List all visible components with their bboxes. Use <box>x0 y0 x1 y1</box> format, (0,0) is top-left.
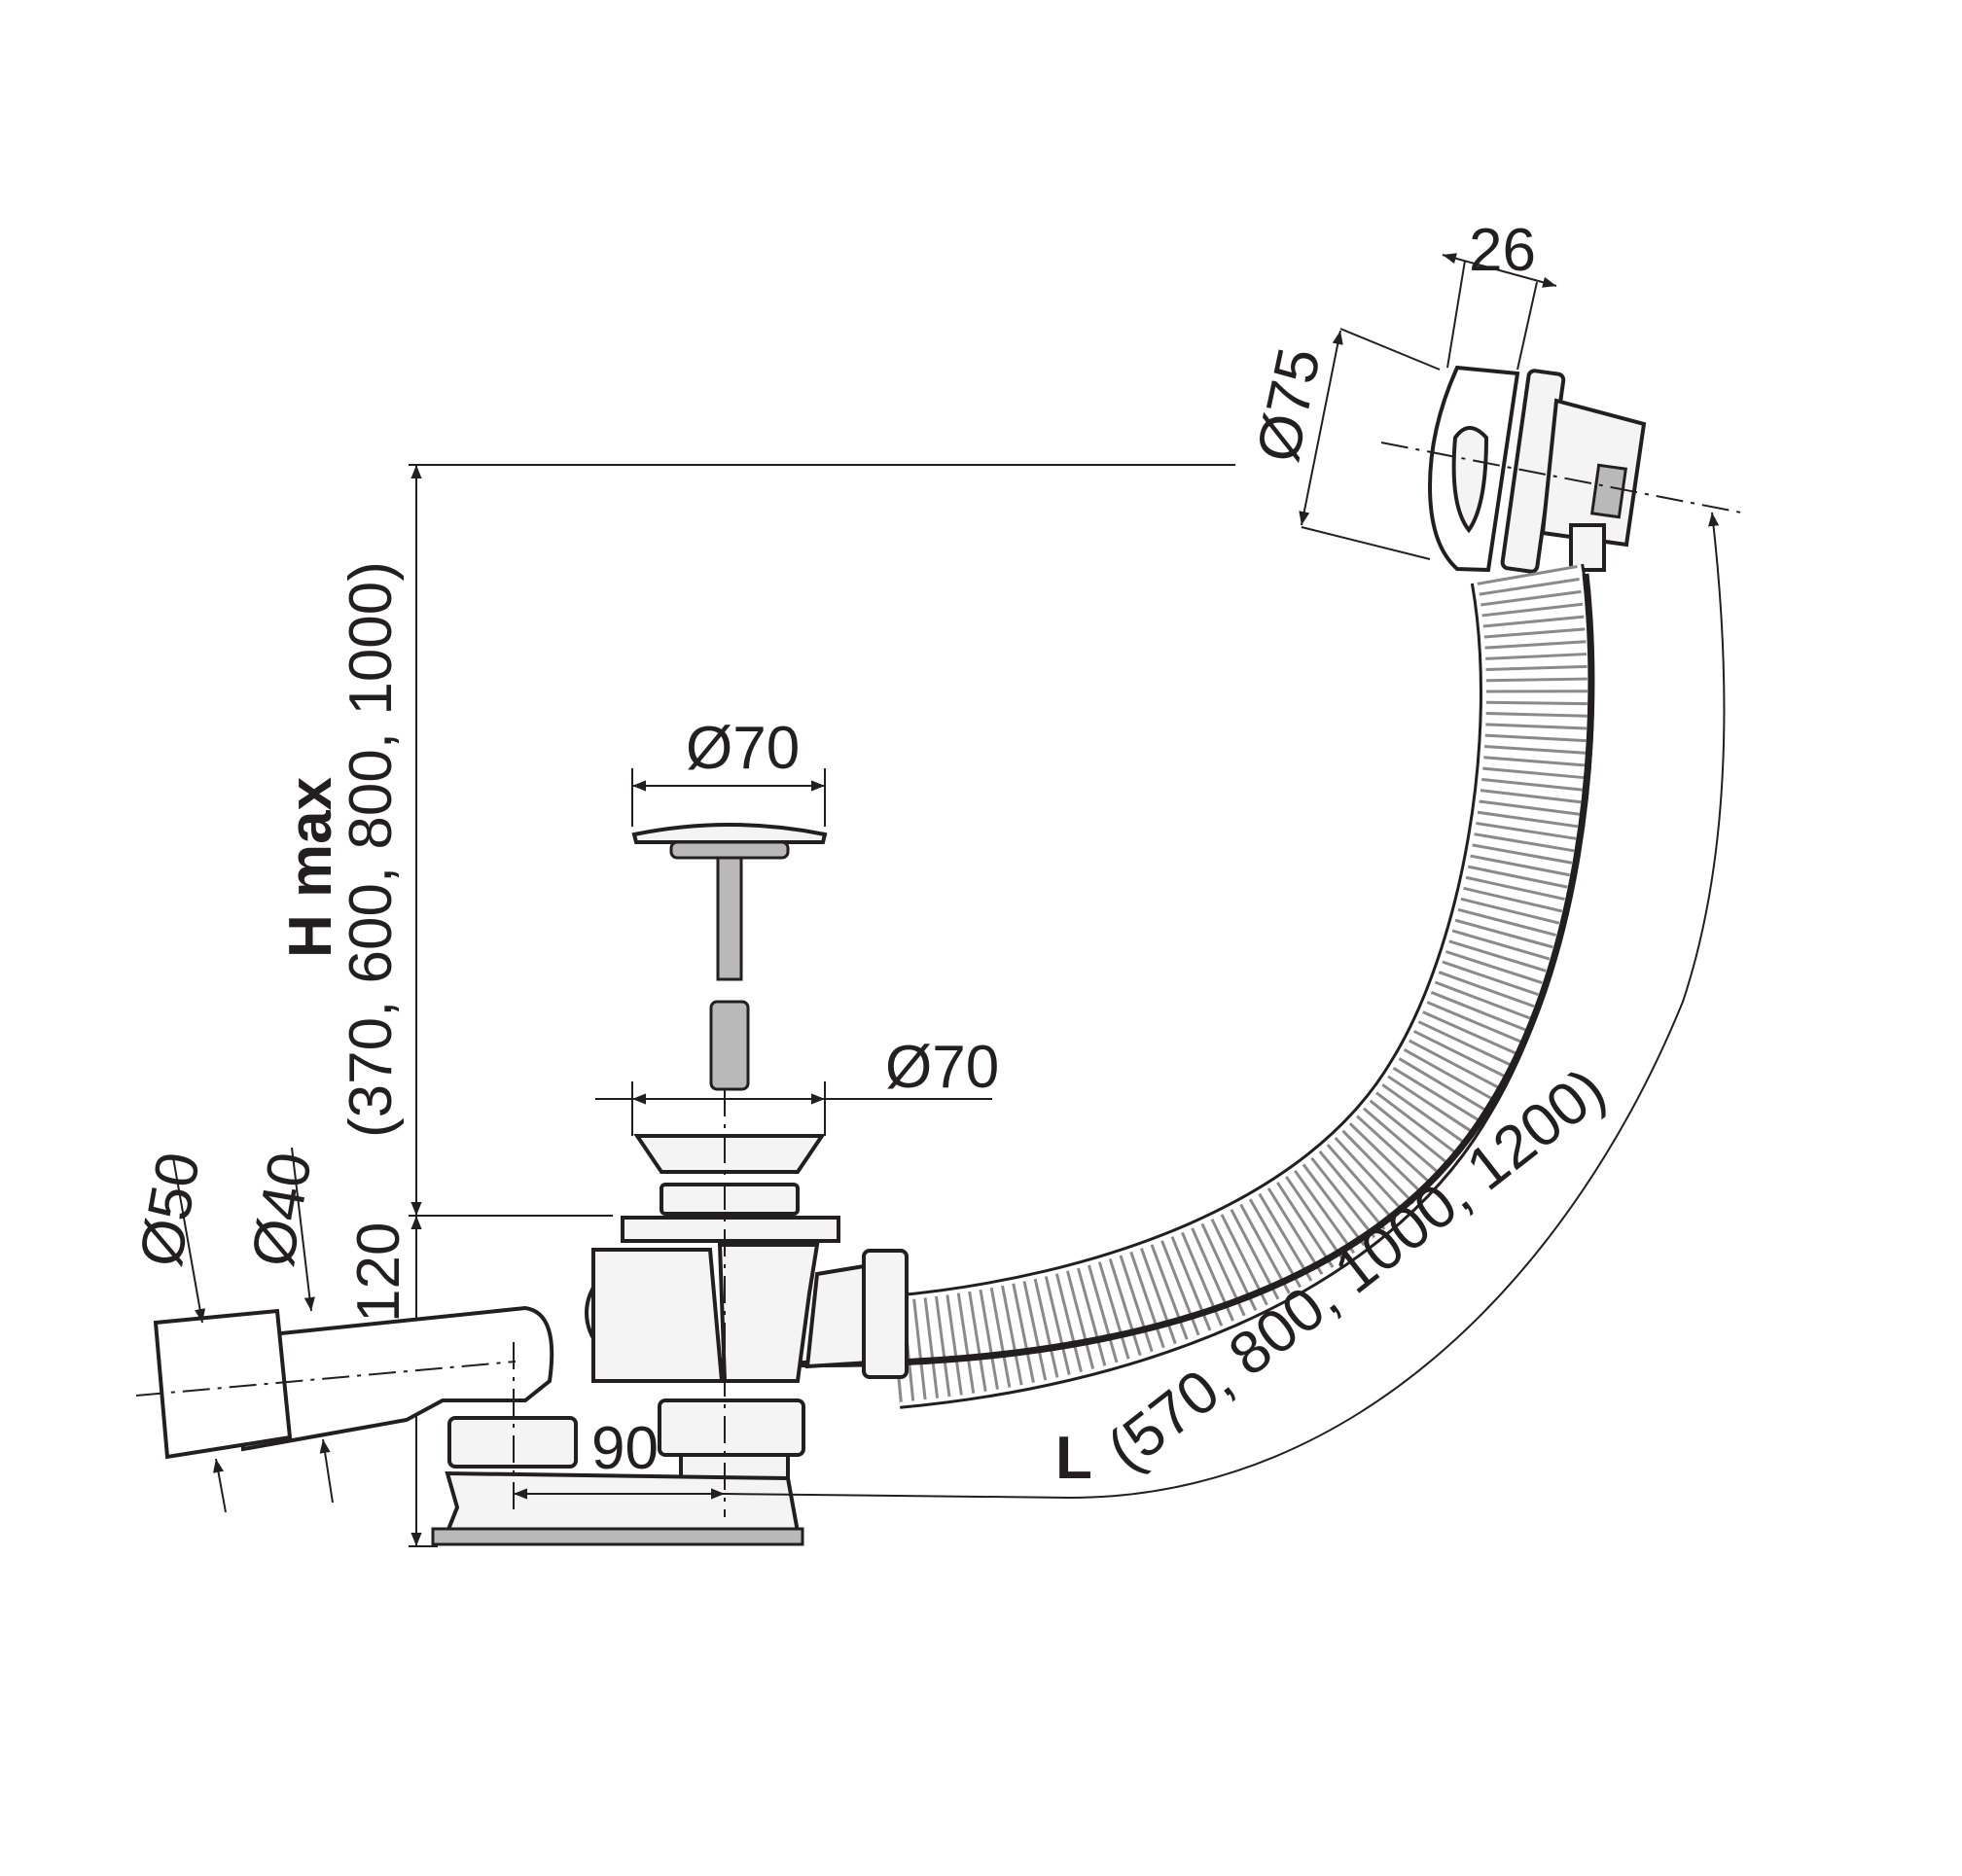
trap-body <box>431 1089 909 1546</box>
cover-depth-dimension-line <box>1442 253 1557 288</box>
plug-spring-insert <box>709 1000 750 1091</box>
outlet-socket <box>153 1308 293 1460</box>
strainer-diameter-value: Ø70 <box>885 1034 999 1101</box>
trap-housing <box>591 1248 725 1383</box>
cover-depth-extension-a <box>1446 260 1466 369</box>
outlet-outer-diameter: Ø50 <box>127 1148 213 1271</box>
plug-seal <box>669 840 790 860</box>
overflow-cover-grip <box>1451 426 1489 534</box>
trap-height-value: 120 <box>345 1222 412 1323</box>
cover-depth-extension-b <box>1516 281 1538 371</box>
cover-diameter-ext-bottom <box>1301 526 1431 560</box>
outlet-inner-diameter: Ø40 <box>239 1148 325 1271</box>
overflow-body <box>1540 398 1647 548</box>
height-values: (370, 600, 800, 1000) <box>338 561 405 1138</box>
outlet-outer-leader-bottom <box>212 1458 227 1513</box>
cover-diameter-dimension-line <box>1299 330 1343 526</box>
outlet-inner-leader-bottom <box>319 1438 334 1504</box>
length-dimension-arc <box>724 512 1726 1500</box>
trap-offset-dimension: 90 <box>513 1342 725 1513</box>
outlet-inner-leader-top <box>291 1147 315 1312</box>
strainer-cup <box>633 1134 826 1174</box>
cover-depth-value: 26 <box>1469 217 1536 284</box>
hose-connector-nut <box>862 1249 909 1379</box>
overflow-screw <box>1589 463 1628 519</box>
trap-top-nut <box>658 1398 805 1457</box>
outlet-axis <box>135 1361 517 1397</box>
cover-diameter-value: Ø75 <box>1244 342 1334 468</box>
overflow-head: 26 Ø75 <box>1244 217 1742 574</box>
flexible-hose <box>719 563 1595 1409</box>
bowden-cable <box>719 573 1595 1367</box>
trap-offset-value: 90 <box>591 1415 659 1482</box>
outlet-outer-leader-top <box>172 1156 206 1324</box>
strainer-nut <box>660 1183 800 1216</box>
trap-base-plate <box>431 1527 804 1546</box>
strainer-flange <box>621 1216 840 1243</box>
outlet-pipe: Ø50 Ø40 <box>127 1147 554 1513</box>
plug-assembly: Ø70 <box>631 715 828 1091</box>
trap-base-body <box>445 1470 801 1534</box>
strainer-assembly: Ø70 <box>595 1034 999 1243</box>
cover-diameter-ext-top <box>1339 328 1441 371</box>
height-label: H max <box>277 776 344 958</box>
trap-neck <box>679 1453 790 1480</box>
overflow-axis <box>1380 442 1742 513</box>
plug-diameter-value: Ø70 <box>686 715 800 782</box>
length-label: L <box>1055 1425 1092 1492</box>
outlet-elbow <box>241 1305 554 1452</box>
height-dimension: H max (370, 600, 800, 1000) 120 <box>277 464 1235 1547</box>
hose-body <box>889 564 1591 1406</box>
plug-stem <box>716 856 743 981</box>
plug-cap <box>631 823 828 844</box>
overflow-cable-clip <box>1569 523 1606 572</box>
